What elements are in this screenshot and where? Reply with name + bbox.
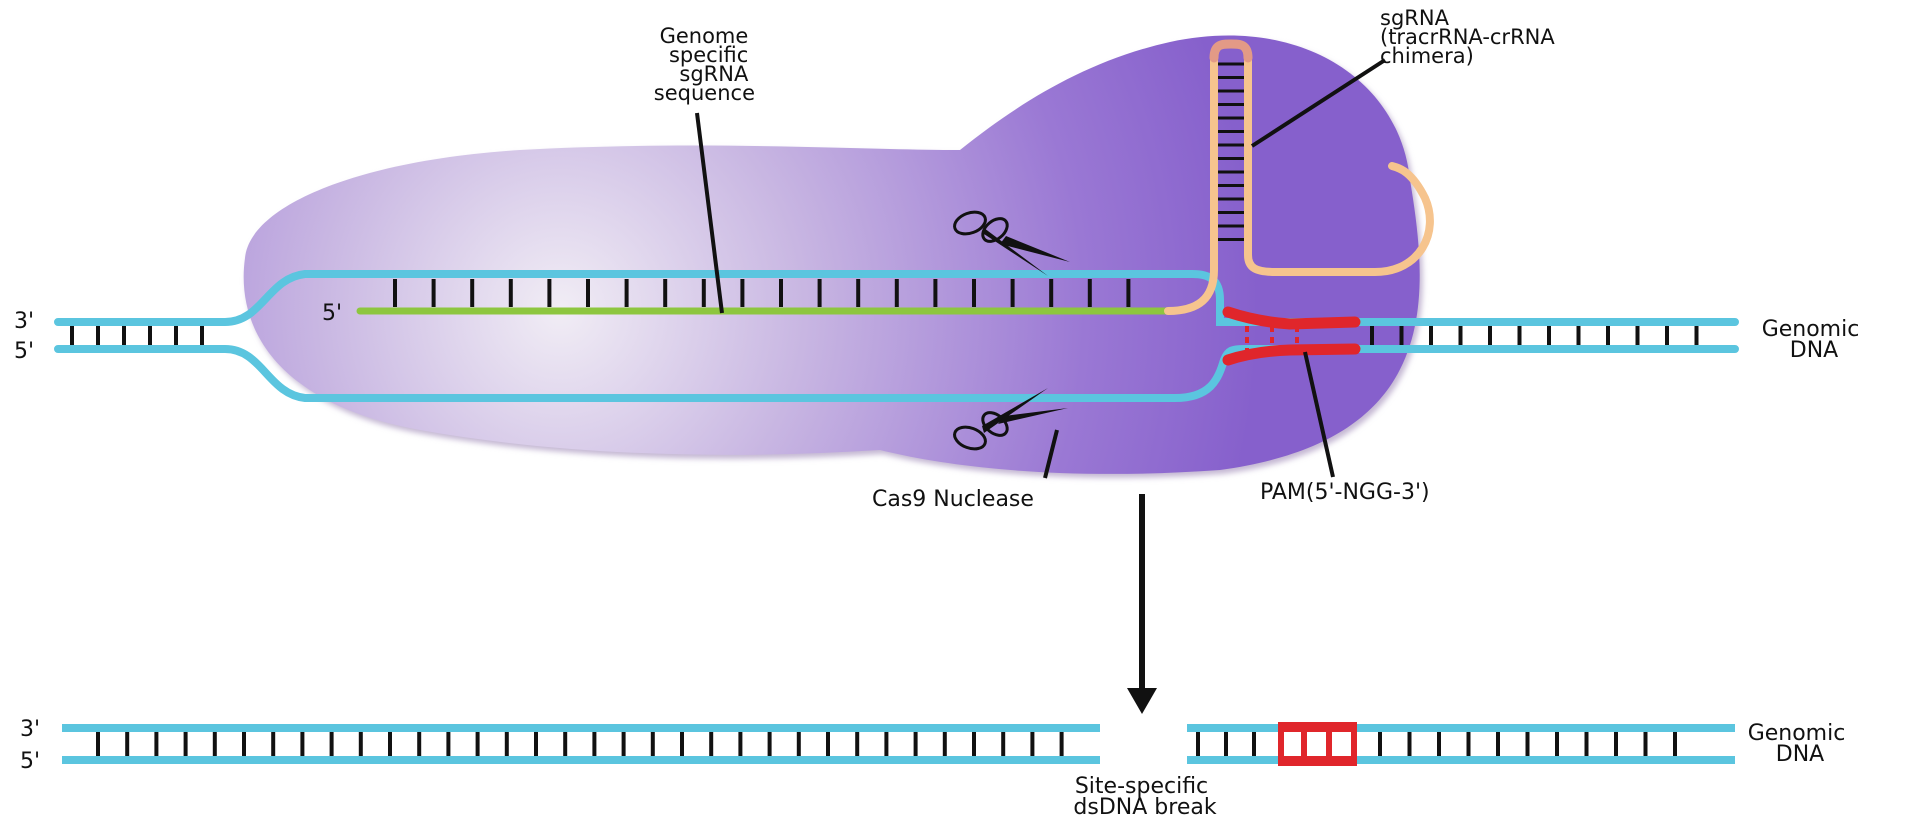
cas9-protein xyxy=(244,36,1420,474)
label-pam: PAM(5'-NGG-3') xyxy=(1260,480,1430,505)
label-5-prime-top: 5' xyxy=(14,339,34,364)
label-5-prime-guide: 5' xyxy=(322,301,342,326)
label-5-prime-bottom: 5' xyxy=(20,749,40,774)
reaction-arrow-head xyxy=(1127,688,1157,714)
pam-cleaved-motif xyxy=(1278,727,1357,761)
label-dsdna-break: Site-specific dsDNA break xyxy=(1073,774,1216,820)
label-genomic-dna-bottom: Genomic DNA xyxy=(1748,721,1853,767)
label-genome-specific: Genome specific sgRNA sequence xyxy=(654,24,755,105)
label-3-prime-top: 3' xyxy=(14,309,34,334)
label-sgrna: sgRNA (tracrRNA-crRNA chimera) xyxy=(1380,6,1561,68)
label-3-prime-bottom: 3' xyxy=(20,717,40,742)
label-genomic-dna-top: Genomic DNA xyxy=(1762,317,1867,363)
label-cas9-nuclease: Cas9 Nuclease xyxy=(872,487,1034,512)
